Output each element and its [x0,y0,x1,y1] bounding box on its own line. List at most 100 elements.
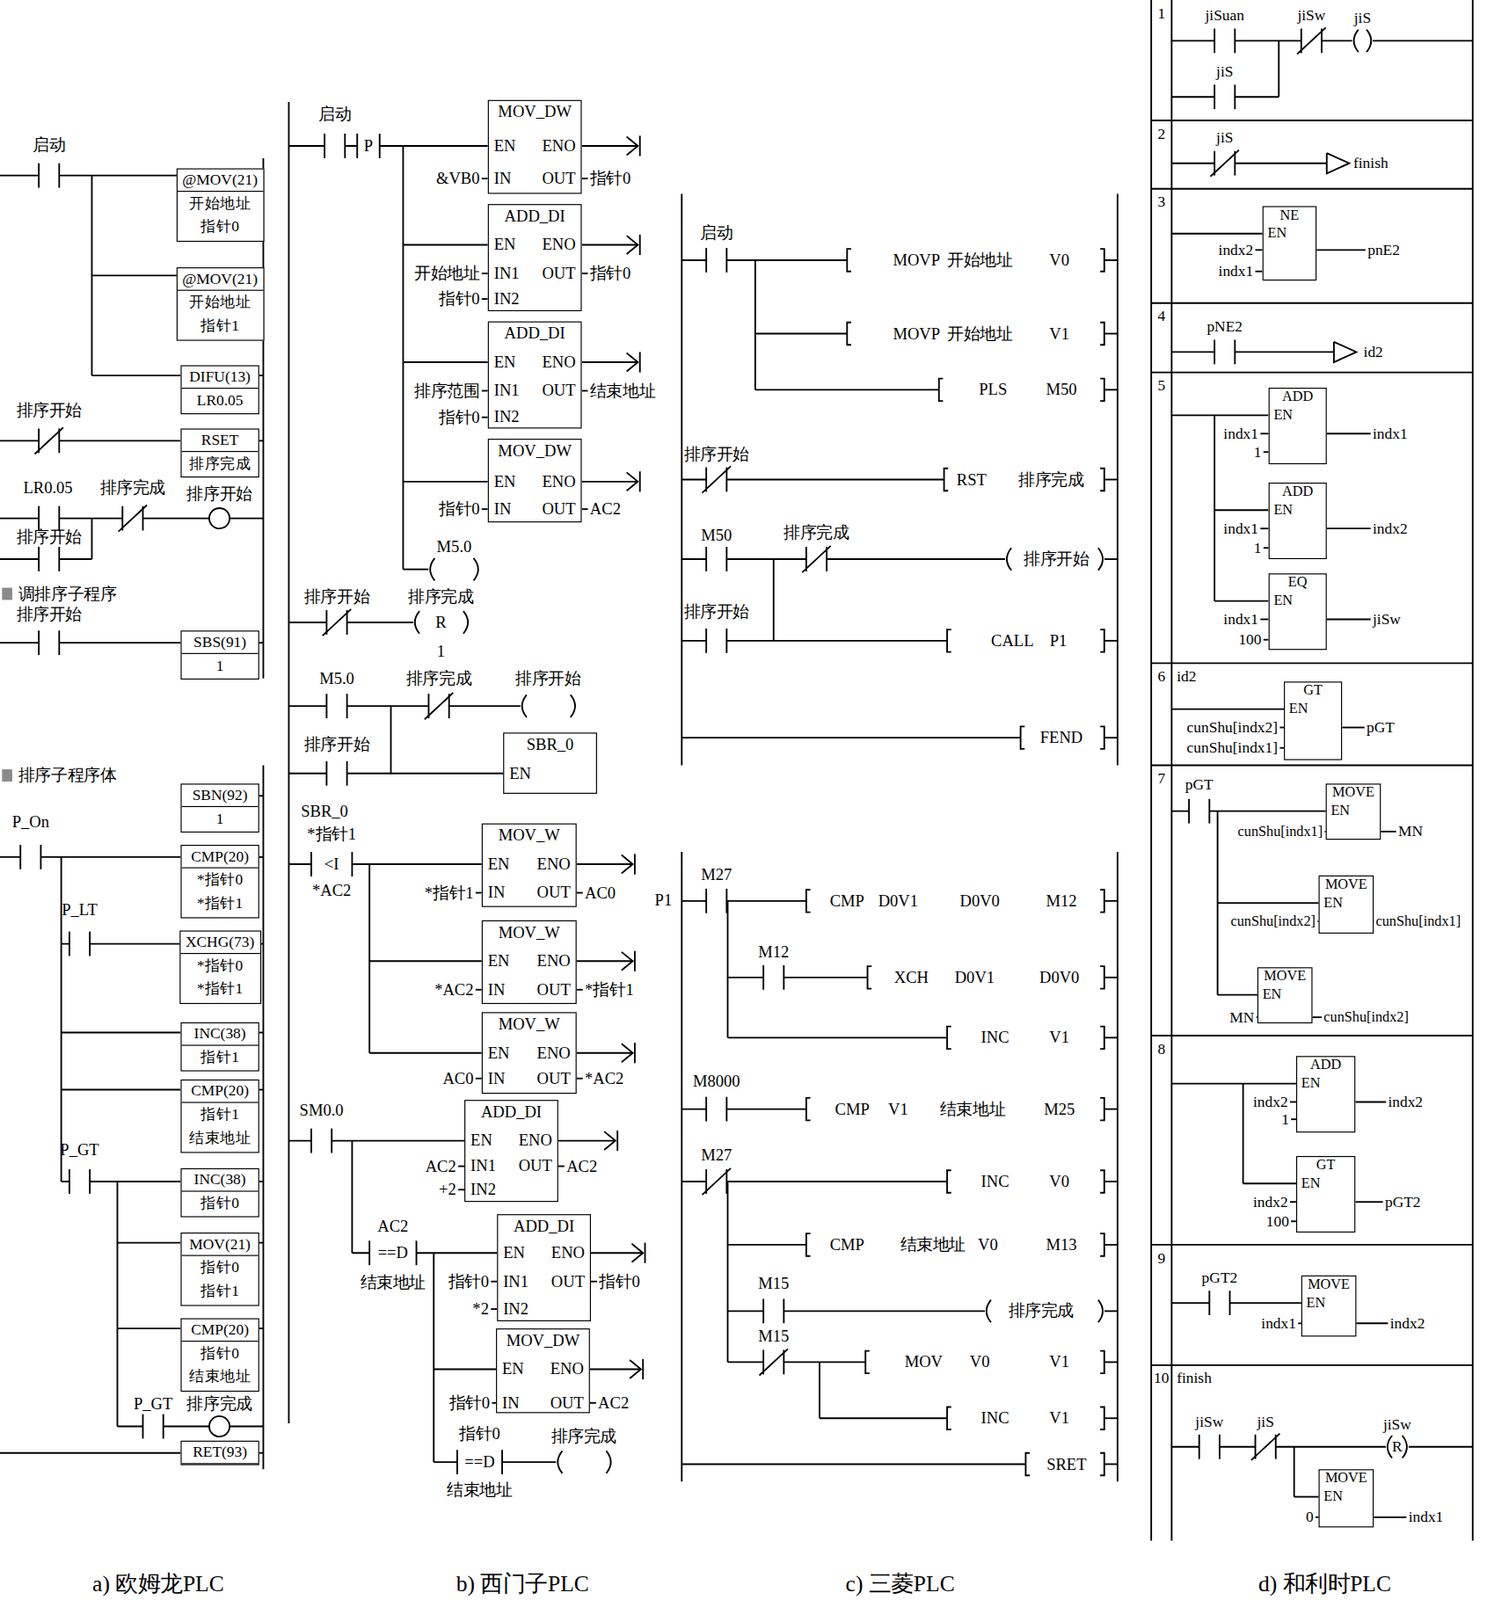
operand-text: ENO [541,353,576,371]
operand-text: 指针1 [182,1279,259,1304]
ladder-label: M50 [1045,380,1077,399]
no-contact [69,1169,90,1195]
contact-bar [782,1298,785,1324]
no-contact [38,546,59,572]
contact-gap [311,852,352,877]
contact-bar [1229,1290,1232,1316]
eno-arrow [621,853,635,875]
wire [582,244,639,247]
instruction-name: XCHG(73) [180,932,261,955]
ladder-label: 排序开始 [304,588,370,606]
siemens-function-box: MOV_DWENENOINOUT [495,1328,591,1414]
wire [0,439,181,442]
wire [259,1032,264,1035]
contact-gap [38,506,59,532]
wire [1277,40,1280,97]
ladder-label: 1 [437,641,445,660]
ladder-label: 排序完成 [1018,470,1084,489]
contact-bar [456,1450,459,1475]
bracket-left [846,322,852,346]
wire [116,1181,119,1428]
ladder-label: 指针0 [590,169,631,188]
coil-gap [984,1298,1105,1324]
operand-text: IN2 [494,408,520,426]
operand-text: ENO [550,1361,584,1378]
operand-text: ENO [551,1244,585,1262]
contact-slash [701,1168,730,1196]
wire [818,1362,821,1419]
wire [1104,1108,1118,1111]
wire [0,1452,181,1455]
bracket-left [846,248,852,272]
wire [402,361,488,364]
figure-caption: c) 三菱PLC [845,1572,955,1597]
ladder-label: V0 [1049,1173,1070,1191]
operand-text: EN [1301,1075,1321,1093]
wire [1171,414,1269,416]
wire [1104,1244,1118,1247]
coil-gap [520,693,577,719]
ladder-label: AC0 [584,883,616,902]
ladder-label: PLS [978,380,1007,399]
contact-bar [58,506,60,532]
instruction-name: MOVE [1319,1470,1373,1487]
contact-bar [725,247,728,273]
bracket-right [1100,1351,1105,1375]
instruction-name: EQ [1269,574,1327,591]
wire [259,1180,264,1183]
ladder-label: CMP [834,1100,869,1118]
ladder-label: 排序范围 [414,381,480,400]
operand-text: EN [1273,501,1293,518]
wire [116,1327,181,1330]
coil-arc [522,694,527,718]
wire [261,943,264,946]
wire [727,901,729,1039]
instruction-name: MOV_W [482,925,576,942]
nc-contact [1297,27,1326,54]
ladder-label: jiS [1216,63,1233,81]
coil-arc [1402,1435,1407,1459]
siemens-function-box: ADD_DIENENOIN1OUTIN2 [464,1100,559,1203]
ladder-label: 排序完成 [186,1395,252,1414]
ladder-label: 4 [1157,307,1166,325]
instruction-name: SBN(92) [182,785,259,809]
operand-text: EN [1323,1488,1343,1506]
wire [576,1052,634,1055]
nc-contact [322,609,351,636]
operand-text: 开始地址 [176,291,263,315]
wire [582,272,589,275]
wire [259,374,264,377]
operand-text: EN [1289,700,1309,718]
coil-arc [463,611,468,635]
arrow-bar [616,1130,619,1152]
siemens-function-box: MOV_WENENOINOUT [481,1012,577,1094]
operand-text: 指针1 [176,313,263,338]
wire [681,900,807,903]
ladder-label: AC2 [590,500,621,518]
ladder-label: pGT2 [1384,1194,1422,1211]
coil-symbol [428,557,480,583]
wire [1104,333,1118,336]
wire [481,508,489,511]
wire [1151,119,1473,122]
arrow-head [604,1131,616,1151]
ladder-label: P_LT [61,901,98,919]
coil-arc [605,1450,611,1474]
coil-symbol [413,610,470,635]
wire [582,177,589,180]
ladder-label: 8 [1157,1041,1166,1058]
instruction-name: MOVE [1302,1276,1356,1294]
bracket-right [1100,468,1105,492]
ladder-label: M13 [1045,1236,1077,1254]
jump-arrow [1333,342,1357,363]
ladder-label: pGT2 [1202,1269,1239,1287]
operand-text: *指针1 [180,977,261,1002]
wire [1104,900,1118,903]
no-contact [326,761,347,787]
wire [590,1402,597,1405]
contact-bar [58,163,60,189]
nc-contact [34,427,63,454]
bracket-right [1100,379,1105,402]
bracket-left [947,1027,952,1050]
instruction-name: INC(38) [182,1023,259,1047]
